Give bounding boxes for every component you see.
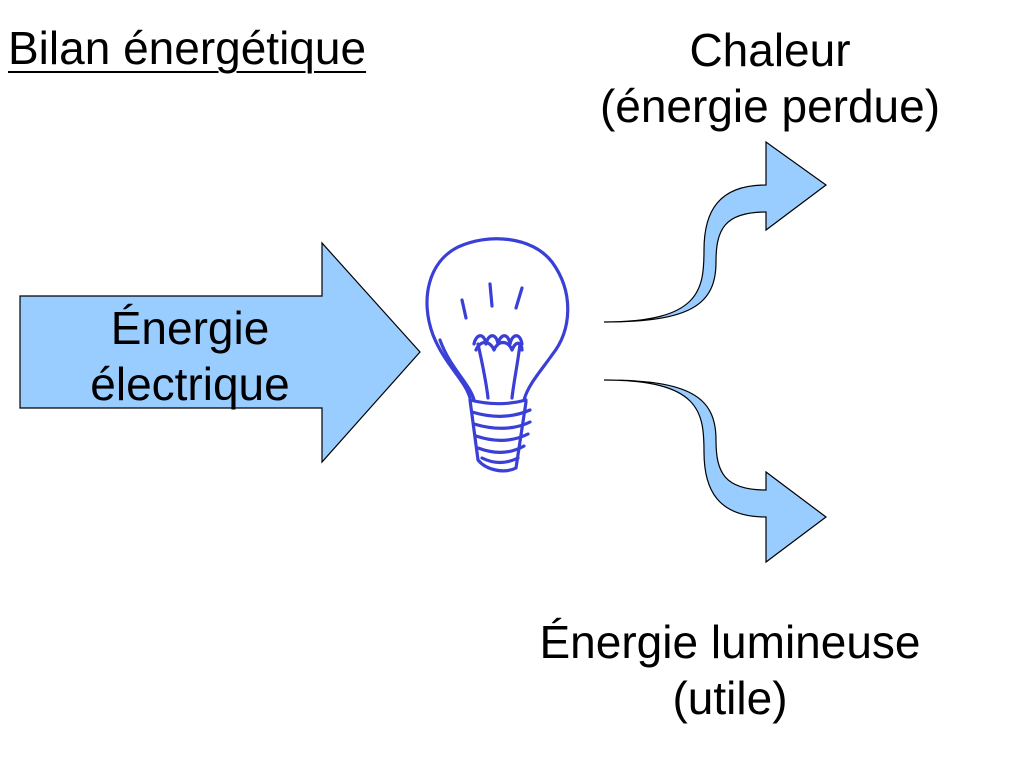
light-bulb-icon bbox=[425, 237, 570, 473]
light-label: Énergie lumineuse (utile) bbox=[470, 614, 990, 726]
heat-output-arrow bbox=[603, 140, 828, 323]
light-output-arrow bbox=[603, 379, 827, 564]
input-energy-label-line2: électrique bbox=[90, 358, 290, 410]
light-label-line1: Énergie lumineuse bbox=[539, 616, 921, 668]
page-title: Bilan énergétique bbox=[8, 22, 367, 74]
input-energy-arrow bbox=[19, 241, 421, 464]
input-energy-label: Énergie électrique bbox=[40, 300, 340, 412]
heat-label-line1: Chaleur bbox=[689, 24, 851, 76]
light-label-line2: (utile) bbox=[672, 672, 788, 724]
input-energy-label-line1: Énergie bbox=[110, 302, 270, 354]
heat-label-line2: (énergie perdue) bbox=[599, 80, 941, 132]
heat-label: Chaleur (énergie perdue) bbox=[540, 22, 1000, 134]
